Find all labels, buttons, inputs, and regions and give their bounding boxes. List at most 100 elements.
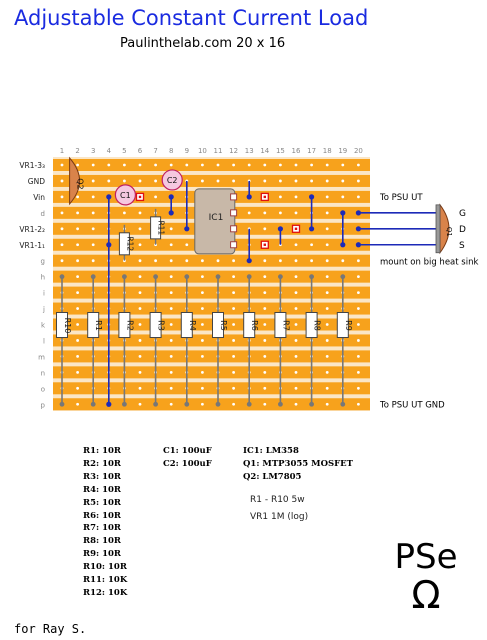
strip-hole	[247, 211, 251, 215]
solder-node	[309, 274, 314, 280]
part-line: R11: 10K	[83, 575, 128, 586]
strip-hole	[294, 323, 298, 326]
resistor-label: R1	[94, 320, 103, 331]
strip-hole	[169, 243, 173, 247]
label-to-psu-gnd: To PSU UT GND	[379, 400, 445, 410]
strip-hole	[138, 163, 142, 167]
strip-hole	[325, 195, 329, 199]
strip-hole	[91, 259, 95, 263]
ic1-body	[194, 188, 236, 255]
column-number: 13	[245, 147, 254, 155]
strip-hole	[91, 195, 95, 199]
part-line: R1: 10R	[83, 446, 121, 456]
strip-hole	[201, 291, 204, 294]
strip-hole	[138, 386, 142, 390]
solder-node	[153, 401, 159, 407]
strip-hole	[138, 323, 142, 326]
solder-node	[106, 401, 112, 407]
strip-hole	[232, 275, 236, 279]
strip-hole	[357, 386, 360, 390]
column-number: 17	[307, 147, 316, 155]
strip-hole	[325, 355, 329, 358]
strip-hole	[263, 163, 267, 167]
strip-hole	[310, 163, 313, 167]
strip-hole	[138, 402, 142, 406]
strip-hole	[201, 323, 204, 326]
strip-hole	[325, 259, 329, 263]
strip-hole	[169, 339, 173, 342]
strip-hole	[169, 370, 173, 374]
strip-hole	[185, 163, 189, 167]
strip-hole	[138, 307, 142, 310]
column-number: 5	[122, 147, 126, 155]
track-cut-dot	[263, 243, 266, 246]
strip-hole	[123, 163, 126, 167]
row-label: n	[41, 369, 45, 377]
strip-hole	[138, 355, 142, 358]
strip-hole	[325, 275, 329, 279]
strip-hole	[138, 291, 142, 294]
resistor-body	[118, 232, 130, 256]
strip-hole	[76, 227, 79, 231]
copper-strip	[53, 382, 370, 395]
strip-hole	[294, 291, 298, 294]
strip-hole	[185, 243, 189, 247]
part-line: Q2: LM7805	[243, 471, 302, 482]
strip-hole	[341, 195, 345, 199]
strip-hole	[294, 402, 298, 406]
strip-hole	[294, 211, 298, 215]
strip-hole	[169, 163, 173, 167]
column-number: 14	[260, 147, 269, 155]
strip-hole	[60, 243, 64, 247]
strip-hole	[76, 307, 79, 310]
strip-hole	[107, 179, 111, 183]
solder-node	[184, 401, 190, 407]
strip-hole	[357, 339, 360, 342]
resistor-label: R6	[250, 320, 259, 331]
strip-hole	[341, 259, 345, 263]
strip-hole	[263, 275, 267, 279]
solder-node	[90, 274, 96, 280]
resistor-label: R3	[157, 320, 166, 331]
solder-node	[122, 274, 127, 280]
strip-hole	[91, 163, 95, 167]
strip-hole	[263, 227, 267, 231]
strip-hole	[294, 179, 298, 183]
strip-hole	[247, 163, 251, 167]
copper-strip	[53, 334, 370, 347]
strip-hole	[76, 195, 79, 199]
strip-hole	[294, 243, 298, 247]
strip-hole	[232, 339, 236, 342]
strip-hole	[123, 179, 126, 183]
strip-hole	[60, 195, 64, 199]
q1-label: Q1	[445, 227, 453, 237]
solder-node	[278, 274, 283, 280]
solder-node	[355, 210, 361, 216]
strip-hole	[216, 179, 220, 183]
resistor-body	[180, 312, 193, 338]
strip-hole	[216, 259, 220, 263]
strip-hole	[294, 259, 298, 263]
strip-hole	[201, 402, 204, 406]
strip-hole	[154, 179, 158, 183]
strip-hole	[279, 211, 282, 215]
solder-node	[215, 274, 221, 280]
resistor-body	[336, 312, 349, 338]
column-number: 11	[214, 147, 223, 155]
strip-hole	[91, 227, 95, 231]
strip-hole	[60, 179, 64, 183]
ic1-pin	[230, 193, 238, 201]
strip-hole	[185, 259, 189, 263]
column-number: 19	[338, 147, 347, 155]
strip-hole	[310, 179, 313, 183]
resistor-label: R8	[313, 320, 322, 331]
strip-hole	[138, 275, 142, 279]
strip-hole	[263, 355, 267, 358]
label-gate: G	[459, 209, 466, 219]
strip-hole	[169, 386, 173, 390]
strip-hole	[138, 339, 142, 342]
row-label: VR1-2₂	[19, 225, 45, 234]
resistor-label: R4	[188, 320, 197, 331]
strip-hole	[76, 370, 79, 374]
strip-hole	[232, 307, 236, 310]
